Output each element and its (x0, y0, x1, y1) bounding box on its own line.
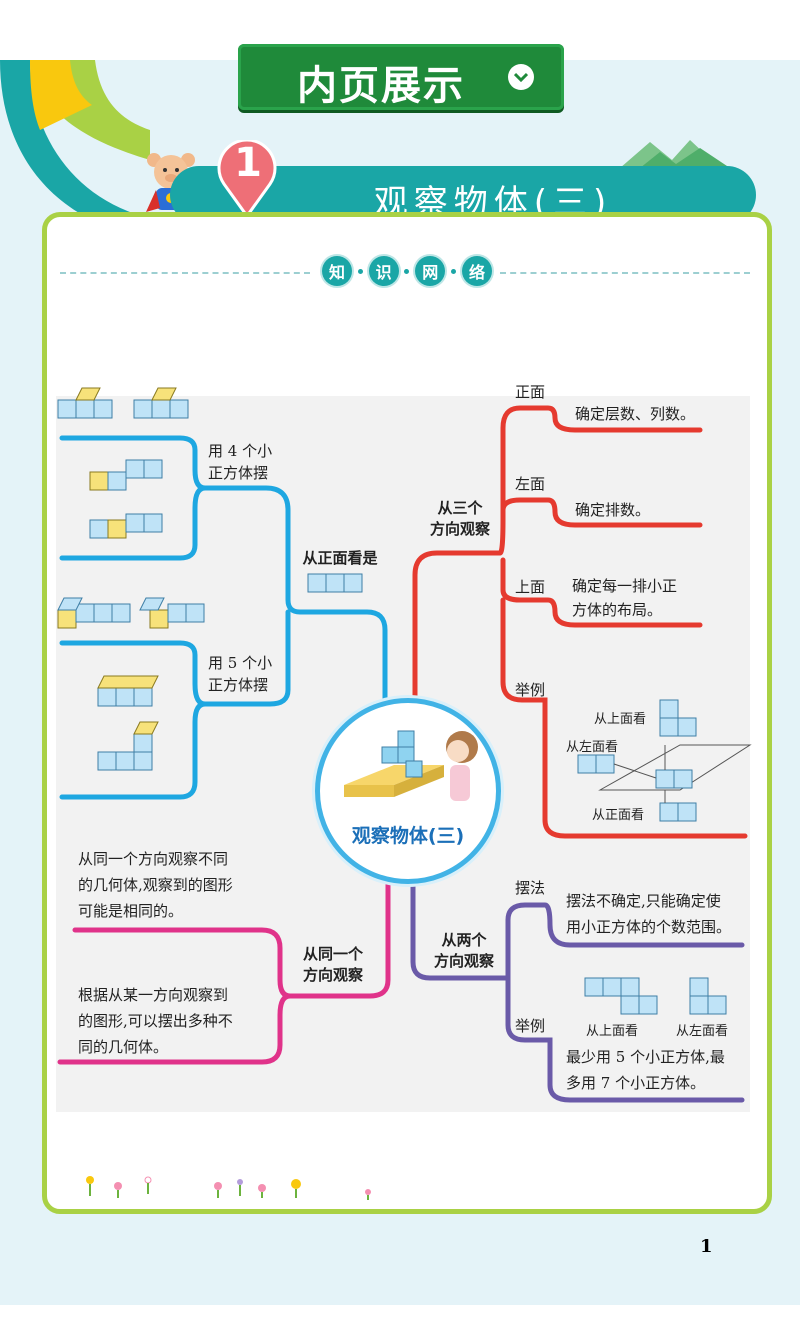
left-label: 左面 (515, 475, 546, 493)
front-view-label-red: 从正面看 (592, 808, 645, 823)
flower-decorations (86, 1176, 371, 1200)
purple-branch (410, 869, 745, 1103)
divider-right (500, 272, 750, 274)
front-view-branch-label: 从正面看是 (302, 549, 378, 567)
top-view-label-purple: 从上面看 (586, 1024, 639, 1039)
two-directions-branch-label: 从两个 方向观察 (433, 931, 494, 970)
example-desc-purple: 最少用 5 个小正方体,最 多用 7 个小正方体。 (566, 1048, 725, 1092)
front-view-3 (307, 573, 363, 593)
header-swoosh (0, 60, 730, 240)
top-desc: 确定每一排小正 方体的布局。 (572, 577, 678, 619)
same-direction-note-2: 根据从某一方向观察到 的图形,可以摆出多种不 同的几何体。 (78, 986, 233, 1056)
example-views-purple (584, 977, 727, 1015)
chapter-number: 1 (234, 140, 262, 186)
section-badge: 络 (461, 256, 492, 286)
divider-left (60, 272, 310, 274)
section-badges: 知 识 网 络 (322, 256, 492, 286)
cube-group-5a (57, 597, 205, 629)
three-directions-branch-label: 从三个 方向观察 (429, 499, 490, 538)
front-label: 正面 (515, 383, 546, 401)
section-badge: 识 (368, 256, 399, 286)
header-banner: 内页展示 (238, 44, 564, 110)
dot-separator (404, 269, 410, 274)
left-desc: 确定排数。 (575, 501, 651, 519)
cube-group-4a (57, 387, 189, 419)
example-label-purple: 举例 (515, 1017, 546, 1035)
chevron-down-icon (508, 64, 534, 90)
observation-illustration-icon (344, 730, 478, 801)
blue-branch (59, 435, 388, 800)
dot-separator (451, 269, 457, 274)
chapter-pin-icon (217, 140, 277, 219)
cube-group-4b (89, 459, 163, 539)
top-view-label-red: 从上面看 (594, 712, 647, 727)
pink-branch (57, 869, 391, 1065)
same-direction-note-1: 从同一个方向观察不同 的几何体,观察到的图形 可能是相同的。 (78, 850, 233, 920)
method-label: 摆法 (515, 879, 546, 897)
page-number: 1 (700, 1236, 713, 1257)
four-cubes-label: 用 4 个小 正方体摆 (208, 442, 273, 482)
top-label: 上面 (515, 578, 546, 596)
header-title: 内页展示 (297, 63, 465, 109)
example-label-red: 举例 (515, 681, 546, 699)
center-node: 观察物体(三) (315, 698, 501, 884)
example-views-red (577, 699, 752, 822)
cube-group-5b (97, 675, 159, 771)
left-view-label-purple: 从左面看 (676, 1024, 729, 1039)
left-view-label-red: 从左面看 (566, 740, 619, 755)
method-desc: 摆法不确定,只能确定使 用小正方体的个数范围。 (566, 892, 732, 936)
red-branch (412, 405, 748, 839)
section-badge: 网 (415, 256, 446, 286)
dot-separator (357, 269, 363, 274)
center-label: 观察物体(三) (351, 825, 465, 847)
five-cubes-label: 用 5 个小 正方体摆 (208, 654, 273, 694)
section-heading: 知 识 网 络 (60, 256, 750, 290)
front-desc: 确定层数、列数。 (575, 405, 696, 423)
section-badge: 知 (322, 256, 352, 286)
same-direction-branch-label: 从同一个 方向观察 (302, 945, 363, 984)
